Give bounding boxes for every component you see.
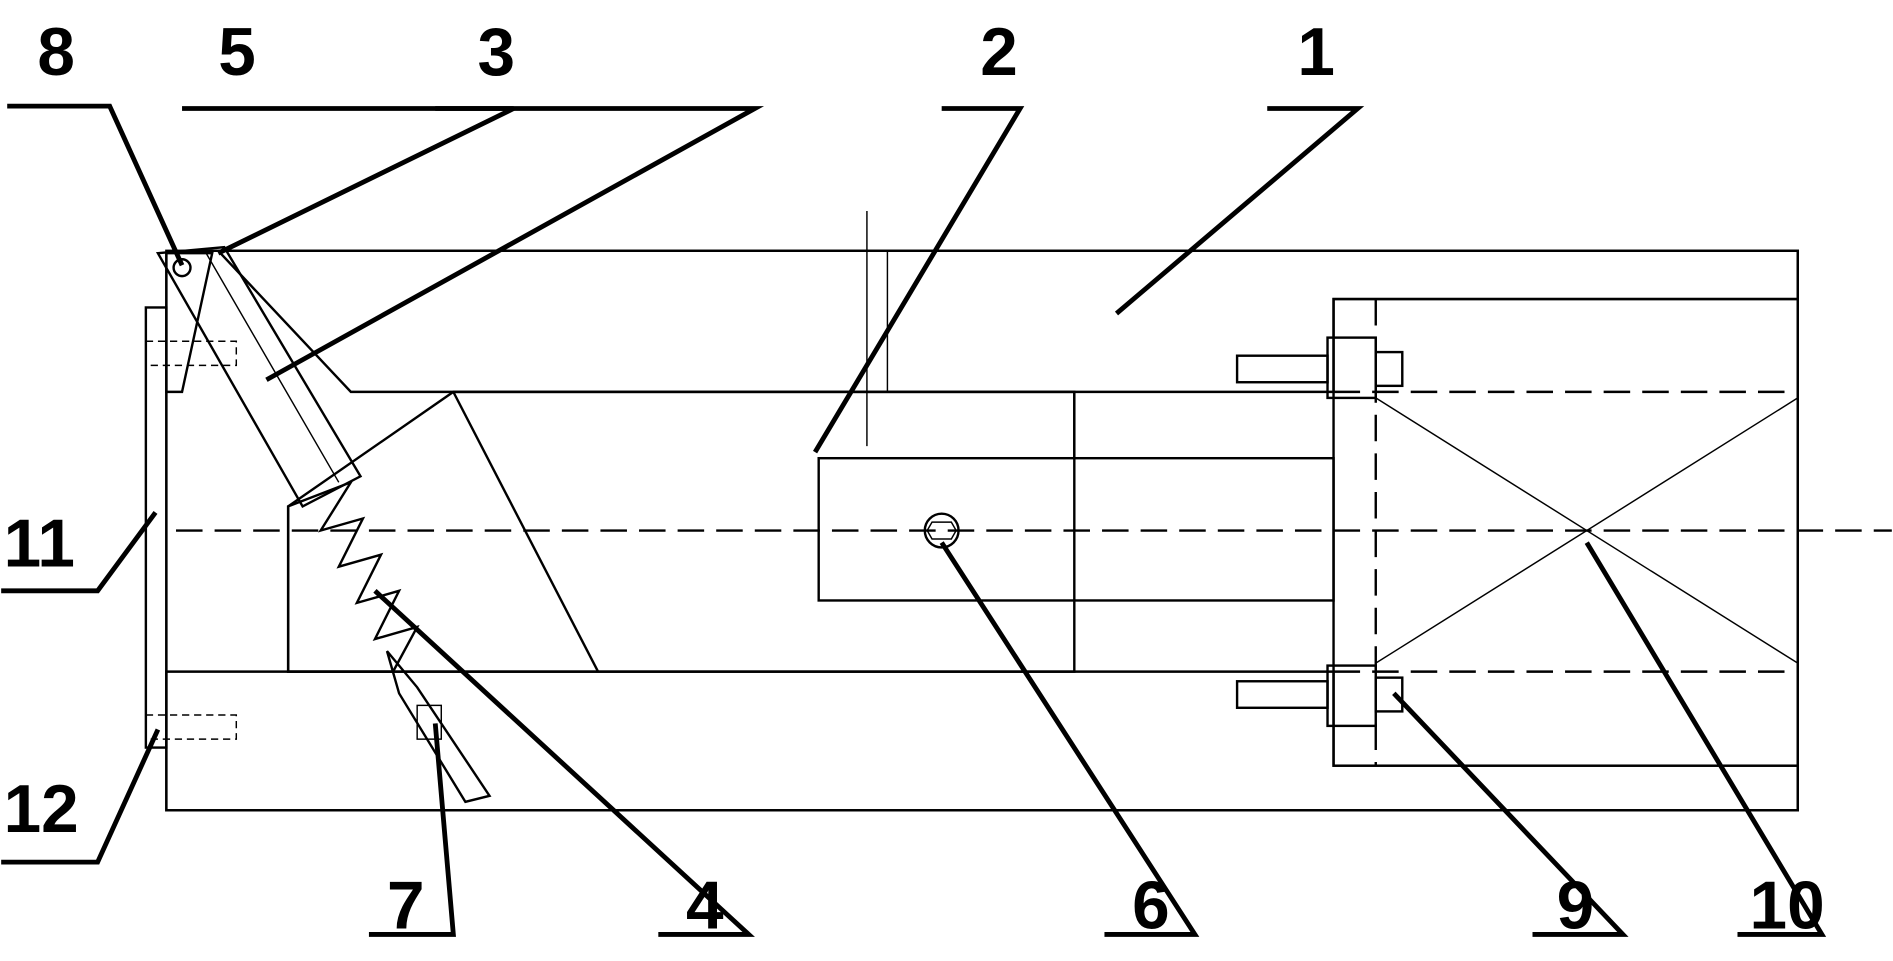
label-6: 6 (1132, 868, 1170, 943)
label-12: 12 (4, 772, 79, 847)
label-5: 5 (218, 15, 256, 90)
end-plate (146, 307, 166, 747)
label-2: 2 (980, 15, 1018, 90)
label-7: 7 (387, 868, 425, 943)
rack-teeth (288, 482, 417, 671)
label-8: 8 (37, 15, 75, 90)
label-4: 4 (686, 868, 724, 943)
label-9: 9 (1557, 868, 1595, 943)
label-10: 10 (1750, 868, 1825, 943)
label-1: 1 (1297, 15, 1335, 90)
label-11: 11 (4, 507, 75, 582)
label-3: 3 (477, 15, 515, 90)
